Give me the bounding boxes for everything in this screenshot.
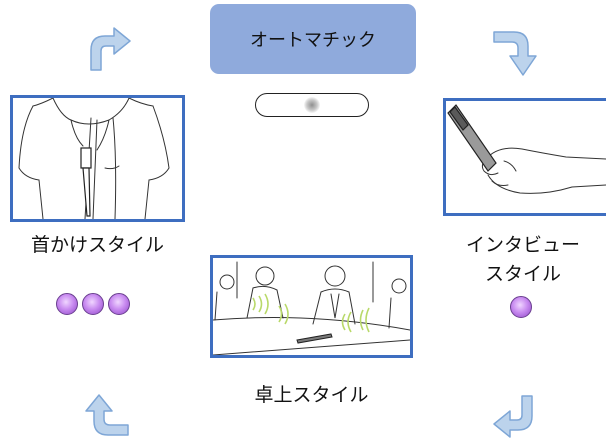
arrow-down-left-icon: [492, 394, 538, 438]
neck-strap-drawing: [13, 98, 182, 219]
arrow-right-down-icon: [492, 28, 538, 78]
interview-style-label-line1: インタビュー: [443, 232, 603, 258]
desk-style-illustration[interactable]: [210, 255, 413, 358]
arrow-left-up-icon: [84, 393, 130, 439]
interview-style-label-line2: スタイル: [443, 261, 603, 287]
conference-table-drawing: [213, 258, 410, 355]
level-dot: [510, 296, 532, 318]
neck-style-dots: [56, 293, 130, 315]
indicator-dot: [304, 97, 320, 113]
mode-indicator-pill: [255, 93, 369, 117]
neck-style-illustration[interactable]: [10, 95, 185, 222]
automatic-mode-label: オートマチック: [250, 26, 376, 52]
handheld-mic-drawing: [446, 101, 606, 213]
level-dot: [108, 293, 130, 315]
level-dot: [56, 293, 78, 315]
automatic-mode-button[interactable]: オートマチック: [210, 4, 416, 74]
interview-style-dots: [510, 296, 532, 318]
level-dot: [82, 293, 104, 315]
neck-style-label: 首かけスタイル: [10, 232, 185, 258]
arrow-up-right-icon: [86, 26, 134, 72]
desk-style-label: 卓上スタイル: [210, 382, 413, 408]
interview-style-illustration[interactable]: [443, 98, 606, 216]
